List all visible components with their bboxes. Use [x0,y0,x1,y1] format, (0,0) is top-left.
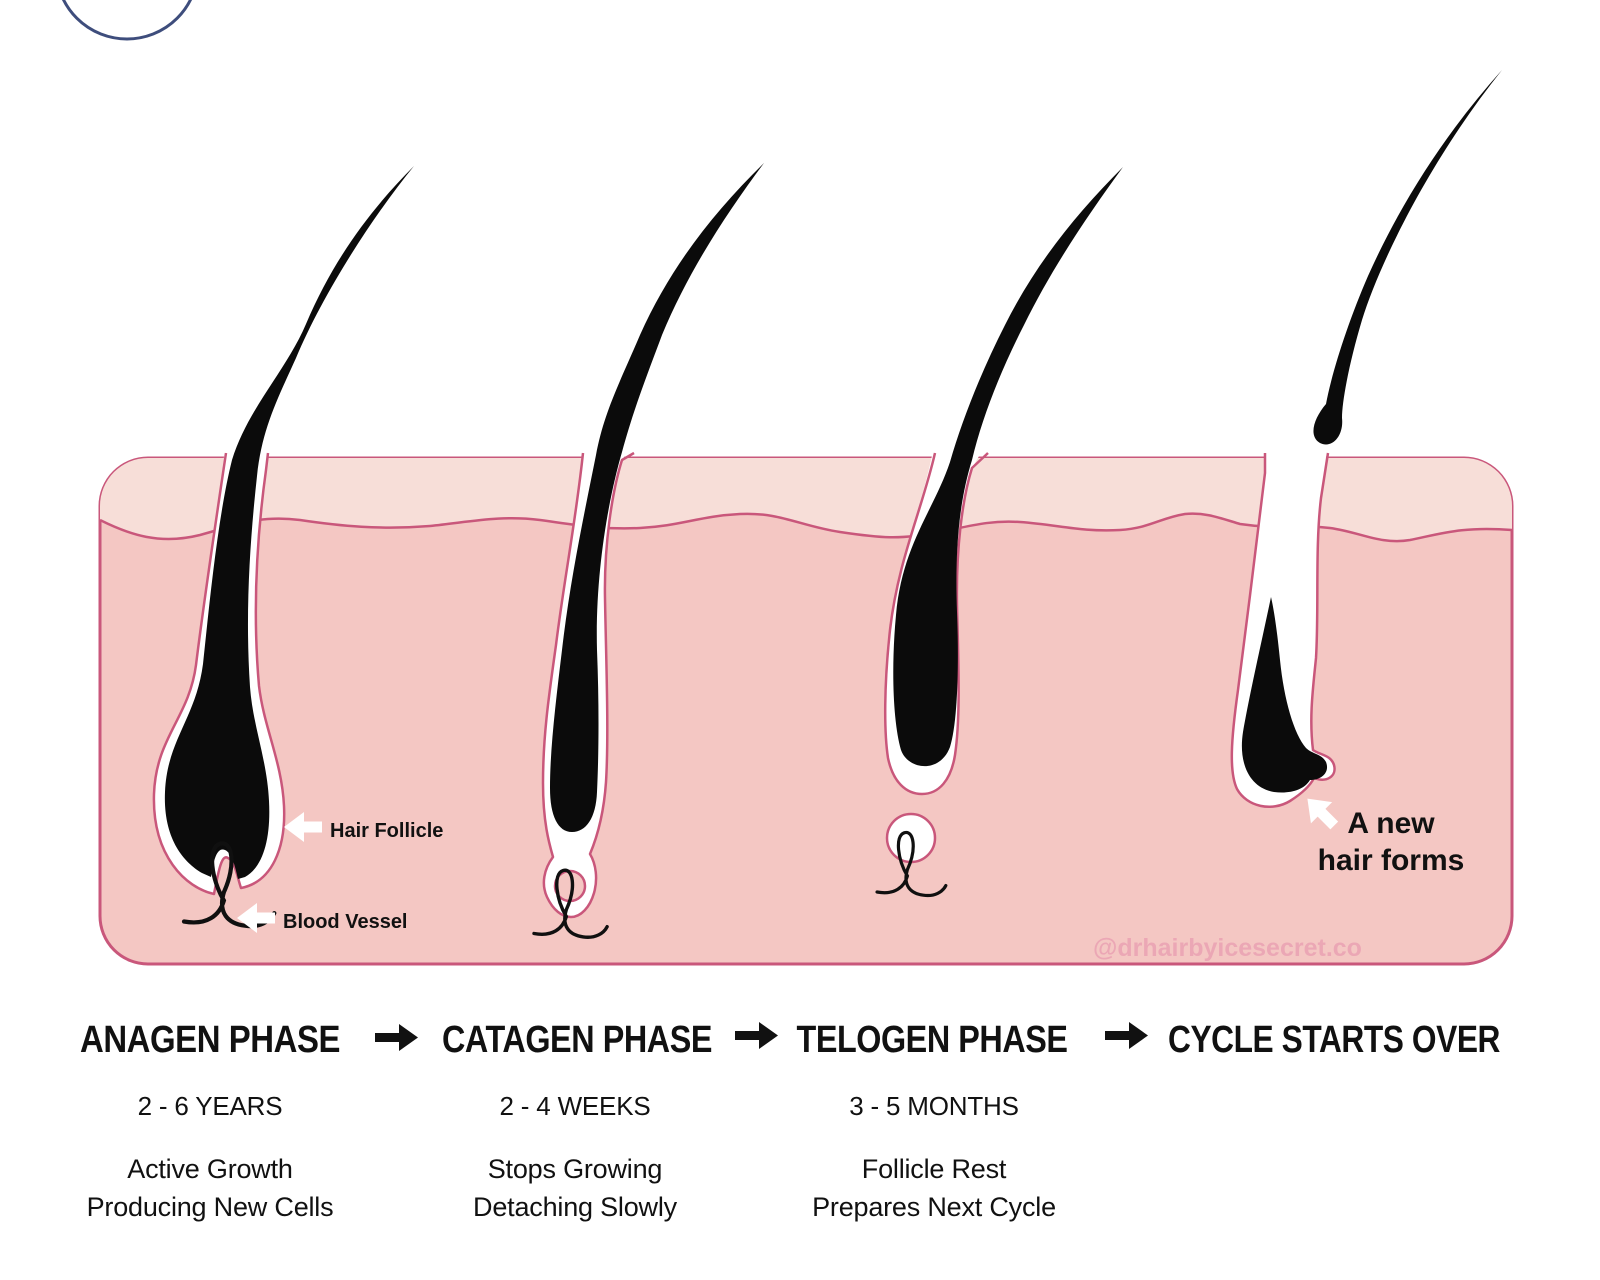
arrow-right-icon [1105,1022,1148,1049]
shed-hair [1313,70,1502,445]
hair-follicle-label: Hair Follicle [330,820,443,842]
arrow-right-icon [735,1022,778,1049]
catagen-hair [550,163,764,832]
new-hair-label-line2: hair forms [1318,844,1465,877]
skin-cross-section [98,456,1514,966]
logo-circle [61,0,193,41]
blood-vessel-label: Blood Vessel [283,911,408,933]
callouts: Hair Follicle Blood Vessel A new hair fo… [237,788,1464,962]
phase-desc-telogen-line1: Follicle Rest [862,1154,1007,1184]
phase-strip: ANAGEN PHASE CATAGEN PHASE TELOGEN PHASE… [80,1019,1501,1222]
phase-desc-telogen-line2: Prepares Next Cycle [812,1192,1056,1222]
new-hair [1241,597,1328,793]
phase-title-cycle: CYCLE STARTS OVER [1168,1019,1500,1061]
phase-duration-catagen: 2 - 4 WEEKS [500,1091,651,1121]
telogen-hair [893,167,1123,767]
phase-desc-catagen-line1: Stops Growing [488,1154,662,1184]
epidermis-layer [100,458,1512,542]
anagen-hair [164,166,414,879]
phase-duration-telogen: 3 - 5 MONTHS [849,1091,1019,1121]
watermark: @drhairbyicesecret.co [1093,934,1362,962]
arrow-right-icon [375,1024,418,1051]
phase-title-telogen: TELOGEN PHASE [797,1019,1068,1061]
phase-duration-anagen: 2 - 6 YEARS [138,1091,283,1121]
phase-desc-catagen-line2: Detaching Slowly [473,1192,678,1222]
phase-title-anagen: ANAGEN PHASE [80,1019,340,1061]
phase-desc-anagen-line1: Active Growth [127,1154,292,1184]
new-hair-label-line1: A new [1347,807,1435,840]
hairs [164,70,1502,879]
phase-desc-anagen-line2: Producing New Cells [87,1192,334,1222]
phase-title-catagen: CATAGEN PHASE [442,1019,712,1061]
